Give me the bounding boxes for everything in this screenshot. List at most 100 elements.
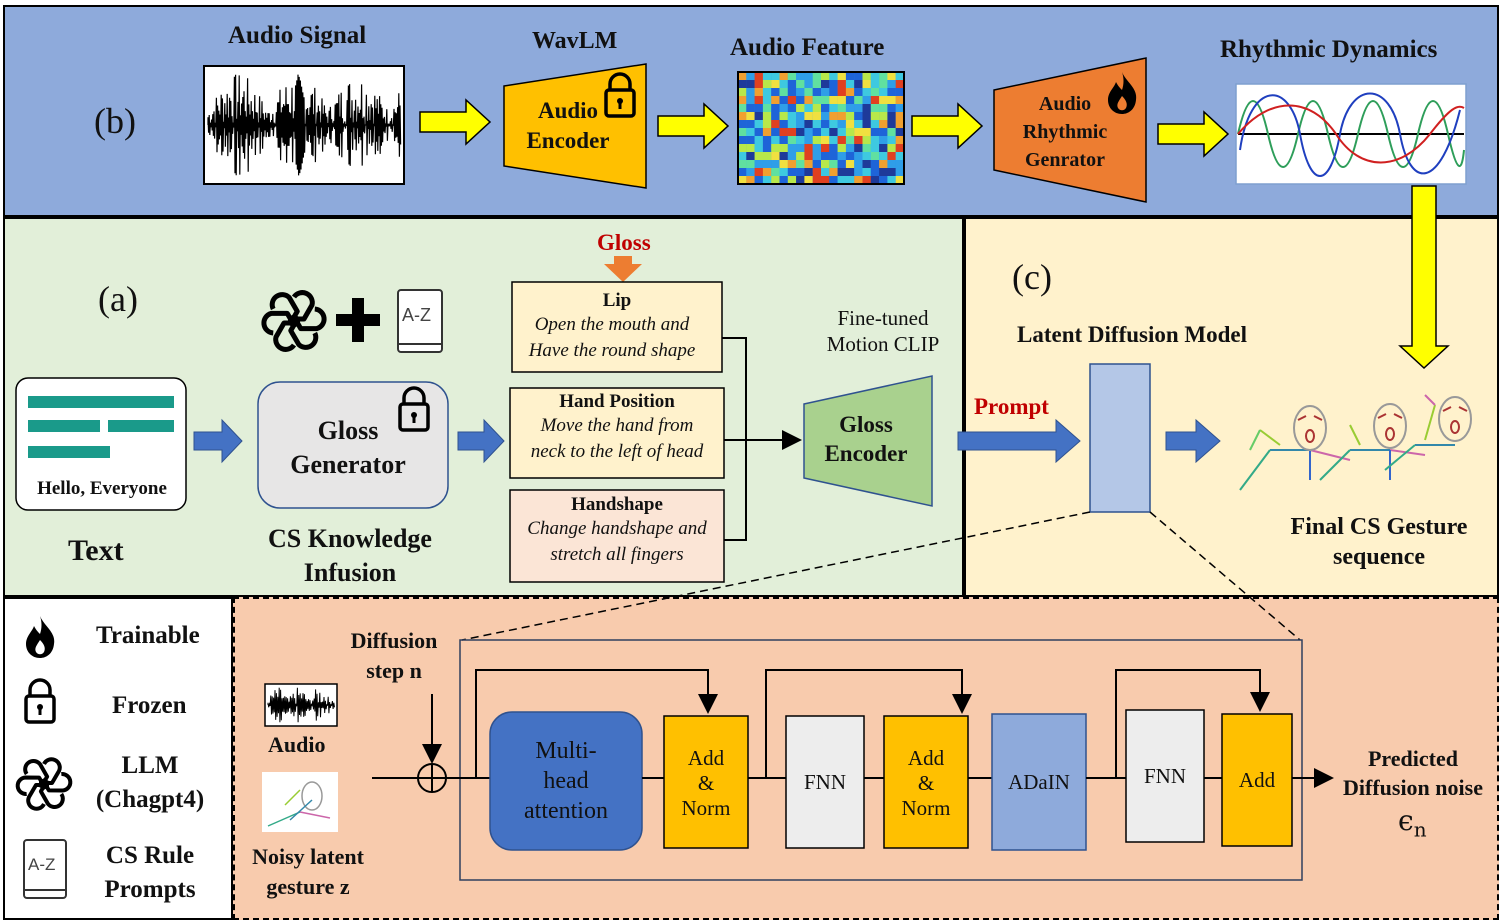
panel-c-label: (c)	[1012, 257, 1052, 297]
gesture-skeletons	[1239, 394, 1472, 491]
detail-audio-label: Audio	[268, 732, 326, 757]
epsilon-symbol: ϵn	[1398, 804, 1427, 842]
gloss-label: Gloss	[597, 230, 651, 255]
finetuned-line-2: Motion CLIP	[826, 332, 940, 356]
epsilon-subscript: n	[1413, 817, 1427, 842]
audio-waveform	[207, 74, 402, 176]
text-box-caption: Hello, Everyone	[37, 478, 167, 499]
az-book-text: A-Z	[402, 305, 431, 325]
prompt-arrow	[957, 418, 1081, 464]
add-block	[1221, 713, 1293, 847]
blue-arrow-text-to-gloss	[193, 418, 243, 464]
adain-label: ADaIN	[1008, 770, 1070, 794]
multihead-attention-block	[489, 711, 643, 851]
legend-cs-rule-line-2: Prompts	[104, 876, 196, 903]
gloss-down-arrow	[604, 256, 642, 282]
hand-position-line-1: Move the hand from	[540, 415, 694, 436]
legend-flame-icon	[26, 616, 55, 658]
blue-arrow-gloss-to-rules	[457, 418, 505, 464]
hand-position-rule-box	[509, 387, 725, 479]
wavlm-title: WavLM	[532, 28, 618, 54]
mha-line-2: head	[543, 768, 589, 794]
lip-line-1: Open the mouth and	[534, 314, 690, 335]
noisy-line-1: Noisy latent	[252, 844, 364, 869]
transformer-block-frame	[459, 639, 1303, 881]
legend-book-icon	[23, 839, 67, 899]
cs-knowledge-label: CS Knowledge Infusion	[268, 524, 432, 587]
predicted-line-1: Predicted	[1367, 746, 1458, 771]
latent-diffusion-box	[1089, 363, 1151, 513]
flame-icon-rhythm-generator	[1108, 72, 1137, 114]
rhythm-generator-shape	[993, 57, 1147, 203]
legend-llm-line-1: LLM	[121, 752, 179, 779]
legend-trainable: Trainable	[96, 622, 200, 649]
gloss-encoder-label: Gloss Encoder	[824, 412, 908, 466]
hand-position-title: Hand Position	[559, 391, 675, 412]
yellow-arrow-down	[1398, 185, 1450, 370]
gloss-generator-label: Gloss Generator	[290, 416, 406, 479]
openai-logo-icon	[261, 290, 327, 352]
text-title: Text	[68, 534, 124, 567]
panel-c-background	[964, 217, 1499, 597]
mha-line-1: Multi-	[535, 738, 597, 764]
lock-icon-gloss-generator	[398, 386, 430, 432]
book-icon	[397, 289, 443, 353]
hand-position-line-2: neck to the left of head	[530, 441, 704, 462]
lip-rule-box	[511, 281, 723, 373]
diffusion-step-line-1: Diffusion	[350, 628, 438, 653]
fnn-block-1	[785, 715, 865, 849]
final-line-2: sequence	[1333, 544, 1425, 570]
add-norm-2-line-2: &	[917, 771, 935, 795]
ldm-title: Latent Diffusion Model	[1017, 322, 1247, 347]
handshape-title: Handshape	[571, 494, 663, 515]
add-label: Add	[1238, 768, 1276, 792]
rhythm-wave-blue	[1239, 92, 1461, 177]
yellow-arrow-3	[911, 102, 984, 150]
blue-arrow-ldm-to-output	[1165, 418, 1221, 464]
legend-llm-line-2: (Chagpt4)	[95, 786, 205, 813]
add-norm-1-line-2: &	[697, 771, 715, 795]
audio-encoder-shape	[503, 63, 647, 189]
rhythm-generator-label: Audio Rhythmic Genrator	[1022, 93, 1108, 171]
audio-encoder-label: Audio Encoder	[526, 98, 610, 153]
fnn-block-2	[1125, 709, 1205, 843]
noisy-gesture-thumbnail	[262, 772, 338, 832]
rhythm-wave-green	[1237, 100, 1465, 168]
yellow-arrow-2	[657, 102, 730, 150]
epsilon-char: ϵ	[1398, 804, 1414, 837]
rhythmic-dynamics-title: Rhythmic Dynamics	[1220, 36, 1438, 63]
fnn-2-label: FNN	[1143, 764, 1186, 788]
rhythm-wave-red	[1237, 104, 1465, 164]
heatmap-cells	[738, 72, 905, 185]
add-norm-block-2	[883, 715, 969, 849]
handshape-line-1: Change handshape and	[527, 518, 707, 539]
handshape-line-2: stretch all fingers	[550, 544, 684, 565]
panel-a-label: (a)	[98, 279, 138, 319]
add-norm-1-line-3: Norm	[681, 796, 731, 820]
text-input-box	[15, 377, 187, 511]
legend-openai-icon	[15, 757, 73, 811]
legend-cs-rule-line-1: CS Rule	[105, 842, 195, 869]
mha-line-3: attention	[524, 798, 608, 824]
lip-title: Lip	[602, 290, 632, 311]
lock-icon-audio-encoder	[604, 72, 636, 118]
handshape-rule-box	[509, 489, 725, 583]
lip-line-2: Have the round shape	[528, 340, 696, 361]
yellow-arrow-4	[1157, 110, 1230, 158]
add-norm-2-line-1: Add	[907, 746, 945, 770]
panel-b-label: (b)	[94, 101, 136, 141]
add-norm-block-1	[663, 715, 749, 849]
noisy-line-2: gesture z	[266, 874, 350, 899]
add-norm-1-line-1: Add	[687, 746, 725, 770]
legend-frozen: Frozen	[112, 692, 187, 719]
adain-block	[991, 713, 1087, 851]
predicted-line-2: Diffusion noise	[1343, 775, 1483, 800]
fnn-1-label: FNN	[803, 770, 846, 794]
finetuned-line-1: Fine-tuned	[837, 306, 929, 330]
audio-signal-title: Audio Signal	[228, 22, 367, 49]
prompt-label: Prompt	[974, 394, 1049, 419]
diffusion-step-line-2: step n	[366, 658, 422, 683]
final-line-1: Final CS Gesture	[1290, 514, 1468, 540]
yellow-arrow-1	[419, 98, 492, 146]
